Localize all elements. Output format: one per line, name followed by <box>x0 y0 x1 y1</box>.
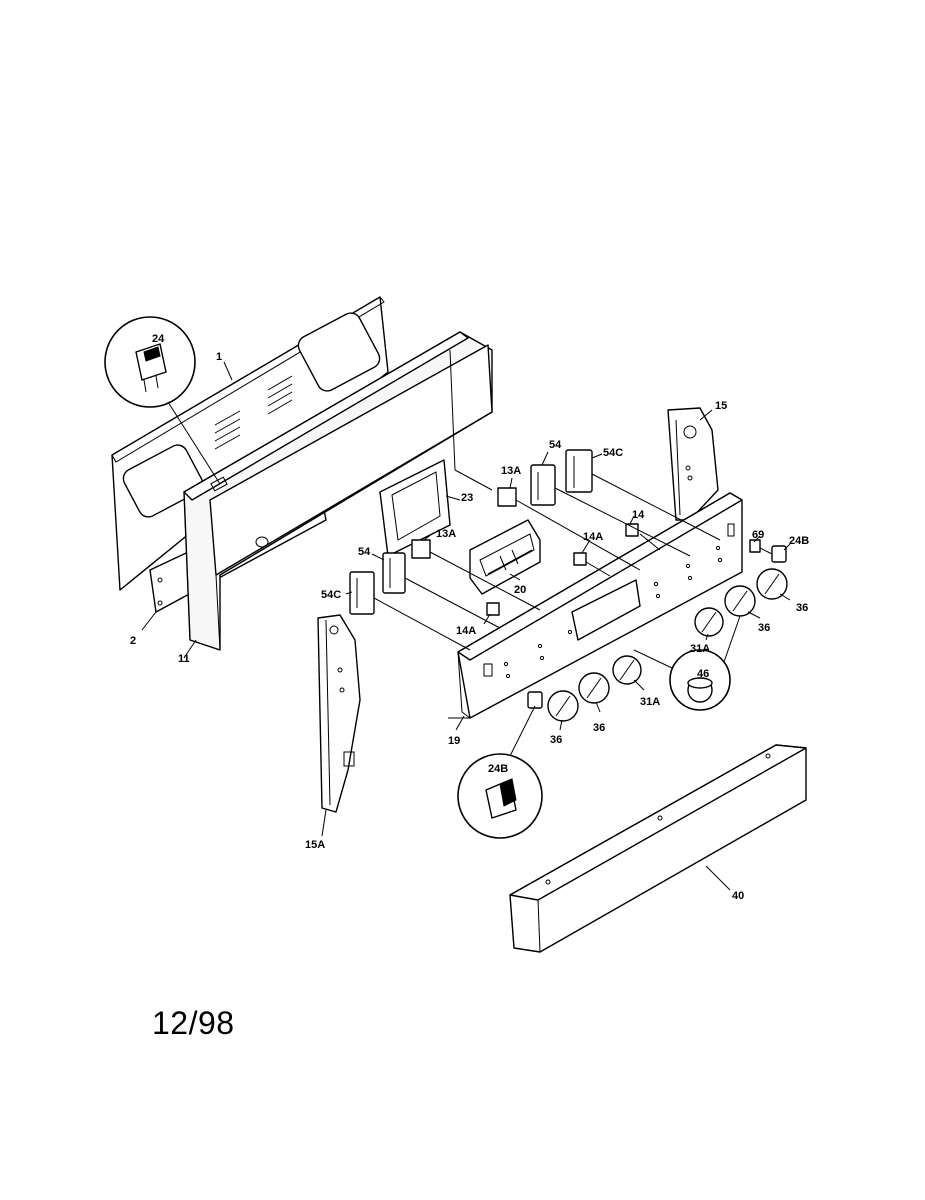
panel-indicator-dots <box>503 545 723 679</box>
control-panel-part-19 <box>448 492 743 719</box>
label-20: 20 <box>514 584 526 596</box>
switch-part-54c-top <box>565 449 593 493</box>
label-2: 2 <box>130 635 136 647</box>
knob-part-36-d <box>756 568 788 600</box>
switch-part-54-top <box>530 464 556 506</box>
inset-circle-part-46 <box>633 615 741 711</box>
label-23: 23 <box>461 492 473 504</box>
label-54c-left: 54C <box>321 589 341 601</box>
switch-part-13a-mid <box>411 539 431 559</box>
label-54-mid: 54 <box>358 546 371 558</box>
end-bracket-part-15 <box>667 407 719 521</box>
label-24b-inset: 24B <box>488 763 508 775</box>
label-24: 24 <box>152 333 165 345</box>
vent-louvers <box>214 375 293 450</box>
assembly-leader-lines <box>373 473 773 651</box>
label-15a: 15A <box>305 839 325 851</box>
knob-part-31a-lower <box>612 655 642 685</box>
switch-part-54-mid <box>382 552 406 594</box>
rear-panel-part-1 <box>111 296 389 591</box>
end-bracket-part-15a <box>317 614 361 813</box>
label-11: 11 <box>178 653 190 665</box>
label-31a-upper: 31A <box>690 643 710 655</box>
label-leader-lines <box>141 361 791 891</box>
knob-part-36-a <box>547 690 579 722</box>
label-19: 19 <box>448 735 460 747</box>
revision-date: 12/98 <box>152 1005 235 1041</box>
label-15: 15 <box>715 400 727 412</box>
label-13a-mid: 13A <box>436 528 456 540</box>
rocker-switch-part-24b-panel <box>527 691 543 709</box>
label-54-top: 54 <box>549 439 562 451</box>
label-36-c: 36 <box>758 622 770 634</box>
label-24b-right: 24B <box>789 535 809 547</box>
switch-part-54c-left <box>349 571 375 615</box>
label-40: 40 <box>732 890 744 902</box>
inset-circle-part-24b <box>457 705 543 839</box>
indicator-light-part-14a-left <box>486 602 500 616</box>
label-1: 1 <box>216 351 222 363</box>
backguard-part-11 <box>183 331 493 651</box>
label-14a-left: 14A <box>456 625 476 637</box>
label-36-a: 36 <box>550 734 562 746</box>
label-54c-top: 54C <box>603 447 623 459</box>
label-69: 69 <box>752 529 764 541</box>
knob-part-36-c <box>724 585 756 617</box>
switch-part-13a-top <box>497 487 517 507</box>
label-13a-top: 13A <box>501 465 521 477</box>
trim-panel-part-40 <box>509 744 807 953</box>
label-36-b: 36 <box>593 722 605 734</box>
switch-part-69 <box>749 539 761 553</box>
clock-control-part-20 <box>469 519 541 595</box>
label-31a-lower: 31A <box>640 696 660 708</box>
bracket-part-23 <box>379 459 451 557</box>
label-46: 46 <box>697 668 709 680</box>
label-14a-right: 14A <box>583 531 603 543</box>
knob-part-36-b <box>578 672 610 704</box>
rocker-switch-part-24b-small <box>771 545 787 563</box>
inset-circle-part-24 <box>104 316 221 485</box>
indicator-light-part-14 <box>625 523 639 537</box>
knob-part-31a-upper <box>694 607 724 637</box>
label-36-d: 36 <box>796 602 808 614</box>
label-14: 14 <box>632 509 645 521</box>
indicator-light-part-14a-right <box>573 552 587 566</box>
part-labels: 24 1 2 11 15 54 54C 13A 23 14 13A 14A 69… <box>130 333 809 902</box>
